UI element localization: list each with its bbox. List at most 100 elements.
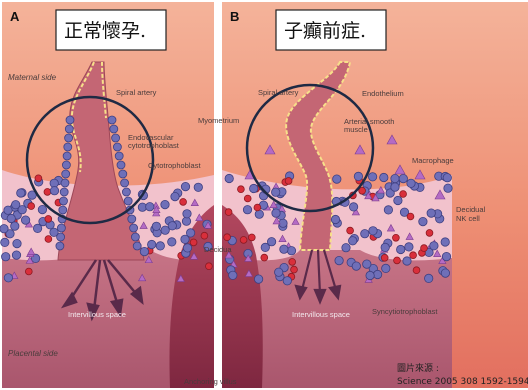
cytotrophoblast-cell [280, 245, 288, 253]
panel-b-letter: B [230, 9, 239, 24]
cytotrophoblast-cell [225, 174, 233, 182]
cytotrophoblast-cell [255, 210, 263, 218]
red-blood-cell [238, 186, 245, 193]
source-label: 圖片來源 : [397, 362, 439, 374]
cytotrophoblast-cell [349, 237, 357, 245]
endothelium-label: Endothelium [362, 89, 404, 98]
cytotrophoblast-cell [407, 179, 415, 187]
cytotrophoblast-cell [287, 247, 295, 255]
red-blood-cell [421, 245, 428, 252]
red-blood-cell [291, 266, 298, 273]
cytotrophoblast-cell [363, 260, 371, 268]
panel-b-title: 子癲前症. [284, 20, 366, 42]
panel-divider [214, 0, 222, 390]
red-blood-cell [180, 199, 187, 206]
cytotrophoblast-cell [12, 251, 20, 259]
red-blood-cell [201, 232, 208, 239]
cytotrophoblast-cell [140, 247, 148, 255]
nk-cell-label: NK cell [456, 214, 480, 223]
cytotrophoblast-cell [384, 206, 392, 214]
cytotrophoblast-cell [186, 229, 194, 237]
cytotrophoblast-cell [13, 239, 21, 247]
endovascular-label-line-2: cytotrophoblast [128, 141, 180, 150]
red-blood-cell [393, 234, 400, 241]
endovascular-cell [59, 206, 67, 214]
cytotrophoblast-cell [168, 222, 176, 230]
endovascular-cell [62, 161, 70, 169]
cytotrophoblast-cell [183, 244, 191, 252]
endovascular-cell [131, 233, 139, 241]
cytotrophoblast-cell [33, 224, 41, 232]
endovascular-cell [62, 170, 70, 178]
cytotrophoblast-cell [361, 230, 369, 238]
cytotrophoblast-cell [283, 277, 291, 285]
cytotrophoblast-cell [441, 269, 449, 277]
cytotrophoblast-cell [183, 210, 191, 218]
red-blood-cell [25, 268, 32, 275]
syncytiotrophoblast-label: Syncytiotrophoblast [372, 307, 438, 316]
cytotrophoblast-cell [161, 200, 169, 208]
cytotrophoblast-cell [349, 203, 357, 211]
panel-a: A 正常懷孕. Maternal side Spiral artery Endo… [0, 2, 214, 388]
red-blood-cell [261, 254, 268, 261]
cytotrophoblast-cell [443, 174, 451, 182]
red-blood-cell [400, 191, 407, 198]
panel-a-title: 正常懷孕. [64, 20, 146, 42]
cytotrophoblast-cell [243, 206, 251, 214]
endovascular-cell [108, 116, 116, 124]
cytotrophoblast-cell [0, 225, 8, 233]
cytotrophoblast-cell [391, 183, 399, 191]
red-blood-cell [285, 178, 292, 185]
cytotrophoblast-cell [441, 238, 449, 246]
endovascular-cell [64, 143, 72, 151]
cytotrophoblast-cell [366, 271, 374, 279]
red-blood-cell [45, 236, 52, 243]
endovascular-cell [61, 179, 69, 187]
red-blood-cell [381, 254, 388, 261]
red-blood-cell [206, 263, 213, 270]
cytotrophoblast-cell [272, 209, 280, 217]
placental-side-label: Placental side [8, 349, 58, 358]
cytotrophoblast-cell [267, 238, 275, 246]
endovascular-cell [60, 188, 68, 196]
cytotrophoblast-cell [2, 253, 10, 261]
red-blood-cell [225, 209, 232, 216]
endovascular-cell [121, 179, 129, 187]
endovascular-cell [57, 224, 65, 232]
endovascular-cell [56, 242, 64, 250]
cytotrophoblast-cell [442, 252, 450, 260]
endovascular-cell [110, 125, 118, 133]
endovascular-cell [65, 125, 73, 133]
decidual-label: Decidual [456, 205, 486, 214]
cytotrophoblast-cell [38, 205, 46, 213]
red-blood-cell [413, 267, 420, 274]
red-blood-cell [426, 230, 433, 237]
cytotrophoblast-cell [229, 271, 237, 279]
endovascular-cell [57, 233, 65, 241]
panel-b-spiral-artery-label: Spiral artery [258, 88, 299, 97]
source-citation: Science 2005 308 1592-1594 [397, 377, 528, 387]
red-blood-cell [254, 204, 261, 211]
panel-a-intervillous-label: Intervillous space [68, 310, 126, 319]
red-blood-cell [289, 259, 296, 266]
endovascular-cell [60, 197, 68, 205]
cytotrophoblast-cell [399, 174, 407, 182]
cytotrophoblast-cell [419, 217, 427, 225]
cytotrophoblast-cell [250, 184, 258, 192]
red-blood-cell [44, 189, 51, 196]
endovascular-cell [112, 134, 120, 142]
red-blood-cell [394, 257, 401, 264]
red-blood-cell [244, 195, 251, 202]
cytotrophoblast-cell [397, 245, 405, 253]
cytotrophoblast-cell [168, 238, 176, 246]
red-blood-cell [407, 213, 414, 220]
cytotrophoblast-cell [427, 209, 435, 217]
cytotrophoblast-cell [4, 274, 12, 282]
cytotrophoblast-cell [171, 192, 179, 200]
cytotrophoblast-cell [354, 172, 362, 180]
cytotrophoblast-cell [11, 222, 19, 230]
panel-b: B 子癲前症. Spiral artery Endothelium Arteri… [222, 2, 528, 388]
red-blood-cell [347, 227, 354, 234]
cytotrophoblast-cell [148, 240, 156, 248]
